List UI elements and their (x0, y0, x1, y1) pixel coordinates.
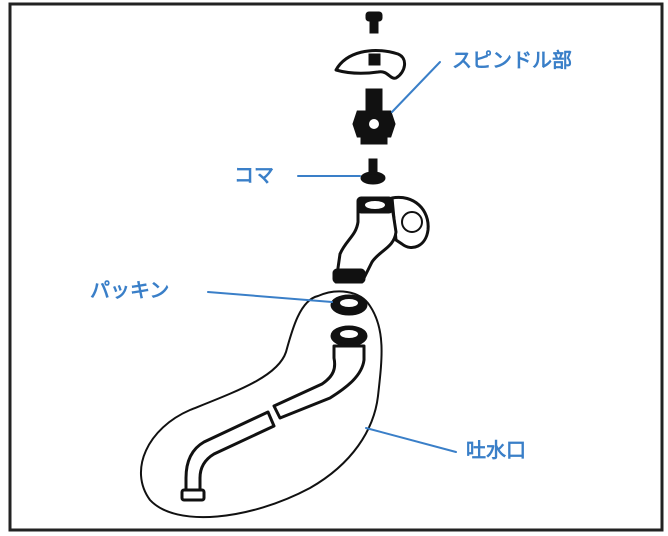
top-screw (365, 11, 383, 34)
label-koma: コマ (234, 163, 274, 187)
leader-spindle (391, 61, 441, 113)
leader-spout (365, 427, 457, 453)
packing-ring (330, 294, 368, 316)
spout-pipe (180, 325, 368, 502)
faucet-body (332, 195, 430, 284)
spindle-part (352, 88, 396, 145)
label-spout: 吐水口 (466, 438, 526, 462)
label-spindle: スピンドル部 (452, 48, 572, 72)
koma-part (360, 158, 386, 185)
handle-hole (368, 53, 381, 66)
label-packing: パッキン (90, 278, 169, 302)
spout-outline (140, 290, 383, 519)
diagram-frame (8, 2, 664, 532)
leader-packing (207, 291, 333, 303)
